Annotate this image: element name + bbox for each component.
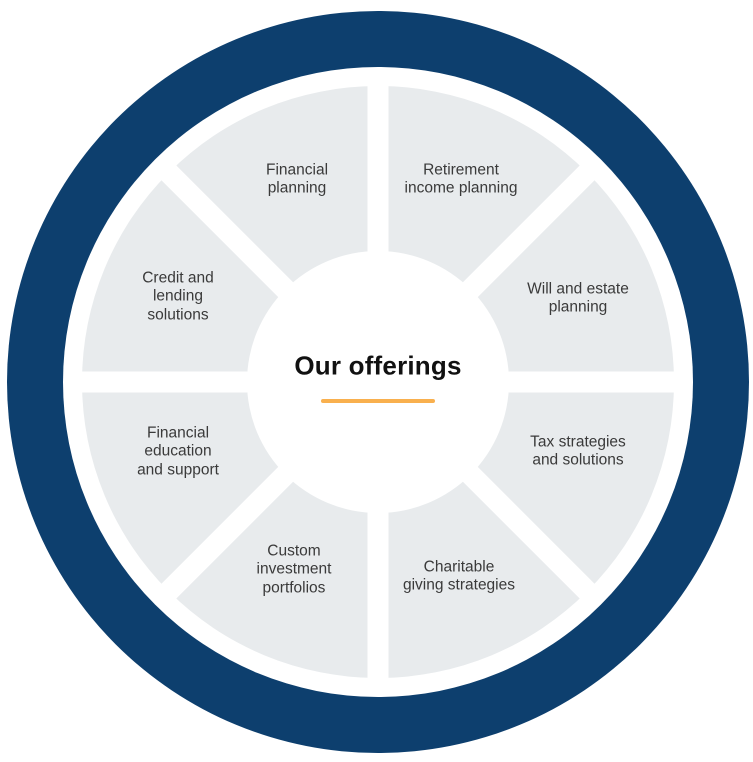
title-underline — [321, 399, 435, 403]
label-line: Financial — [146, 424, 210, 442]
segment-label-financial-education-and-support: Financial education and support — [137, 425, 219, 480]
label-line: portfolios — [262, 579, 326, 597]
label-line: education — [144, 442, 212, 460]
label-line: Custom — [267, 542, 321, 560]
segment-label-tax-strategies-and-solutions: Tax strategies and solutions — [530, 434, 626, 471]
segment-label-charitable-giving-strategies: Charitable giving strategies — [403, 559, 515, 596]
label-line: planning — [548, 299, 608, 316]
segment-label-financial-planning: Financial planning — [266, 162, 328, 199]
diagram-title: Our offerings — [294, 350, 462, 381]
label-line: lending — [152, 287, 203, 305]
label-line: and solutions — [532, 452, 624, 469]
label-line: Will and estate — [527, 280, 629, 298]
label-line: planning — [267, 180, 327, 197]
label-line: Financial — [265, 161, 329, 179]
label-line: and support — [137, 461, 219, 479]
segment-label-retirement-income-planning: Retirement income planning — [405, 162, 518, 199]
segment-label-custom-investment-portfolios: Custom investment portfolios — [257, 543, 332, 598]
label-line: Credit and — [142, 269, 214, 287]
segment-label-will-and-estate-planning: Will and estate planning — [527, 281, 629, 318]
label-line: investment — [256, 560, 332, 578]
label-line: income planning — [404, 180, 518, 197]
segment-label-credit-and-lending-solutions: Credit and lending solutions — [142, 270, 214, 325]
label-line: Tax strategies — [530, 433, 626, 451]
label-line: solutions — [147, 306, 209, 324]
label-line: Charitable — [423, 558, 495, 576]
label-line: giving strategies — [402, 577, 516, 594]
label-line: Retirement — [423, 161, 499, 179]
center-hub-circle — [247, 251, 509, 513]
